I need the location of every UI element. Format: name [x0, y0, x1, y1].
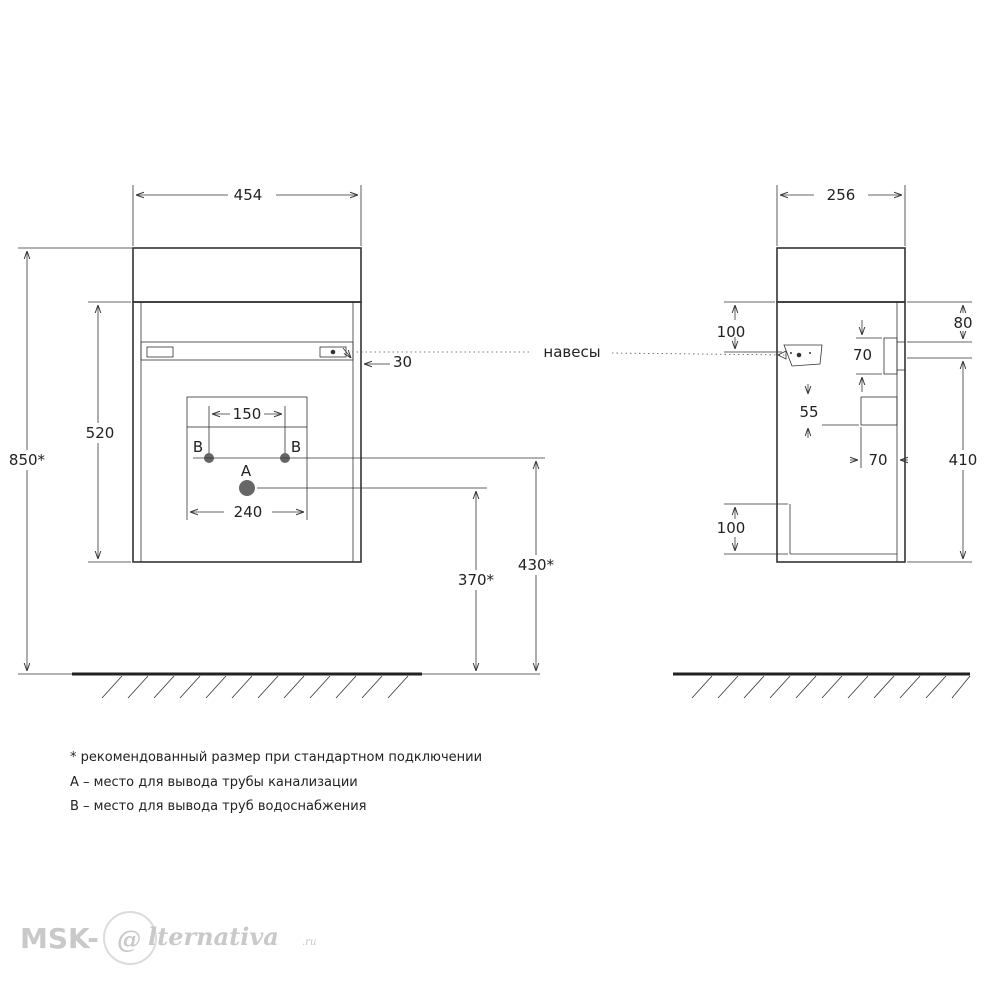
- rear-cutout: [860, 396, 898, 426]
- dim-depth-256: 256: [827, 186, 856, 204]
- svg-text:MSK-: MSK-: [20, 922, 99, 955]
- dim-drain-370: 370*: [458, 571, 495, 589]
- label-b-right: B: [291, 438, 301, 456]
- front-cabinet-body: [132, 301, 362, 563]
- svg-text:@: @: [117, 925, 141, 954]
- dim-left-100-bottom: 100: [717, 519, 746, 537]
- dim-hinge-30: 30: [393, 353, 412, 371]
- legend-notes: * рекомендованный размер при стандартном…: [70, 750, 482, 814]
- dim-gap-55: 55: [799, 403, 818, 421]
- side-hinge: [783, 344, 823, 367]
- front-floor-hatch: [101, 675, 409, 699]
- watermark-logo: MSK- @ lternativa .ru: [20, 911, 316, 965]
- dim-bracket-70-h: 70: [868, 451, 887, 469]
- side-countertop: [776, 247, 906, 303]
- note-a: А – место для вывода трубы канализации: [70, 775, 358, 790]
- side-floor-hatch: [691, 675, 971, 699]
- label-hinges: навесы: [543, 343, 600, 361]
- dim-height-520: 520: [86, 424, 115, 442]
- wall-bracket: [883, 337, 898, 375]
- dim-height-850: 850*: [9, 451, 46, 469]
- front-countertop: [132, 247, 362, 303]
- hinge-rail: [140, 341, 354, 361]
- drain-outlet: [239, 480, 255, 496]
- label-a: A: [241, 462, 252, 480]
- dim-drain-240: 240: [234, 503, 263, 521]
- dim-left-100-top: 100: [717, 323, 746, 341]
- dim-right-410: 410: [949, 451, 978, 469]
- side-cabinet-body: [776, 301, 906, 563]
- dim-water-430: 430*: [518, 556, 555, 574]
- side-view: 256 100 100 80 410 70 55: [673, 185, 986, 699]
- note-b: В – место для вывода труб водоснабжения: [70, 799, 367, 814]
- dim-bracket-70-v: 70: [853, 346, 872, 364]
- svg-text:lternativa: lternativa: [148, 922, 279, 951]
- hinge-left: [146, 346, 174, 358]
- label-b-left: B: [193, 438, 203, 456]
- rear-panel-cutout: [186, 396, 308, 428]
- svg-text:.ru: .ru: [302, 937, 316, 948]
- note-asterisk: * рекомендованный размер при стандартном…: [70, 750, 482, 765]
- front-view: 454 850* 520 30 150 B B A: [4, 185, 560, 699]
- dim-width-454: 454: [234, 186, 263, 204]
- dim-right-80: 80: [953, 314, 972, 332]
- dim-spacing-150: 150: [233, 405, 262, 423]
